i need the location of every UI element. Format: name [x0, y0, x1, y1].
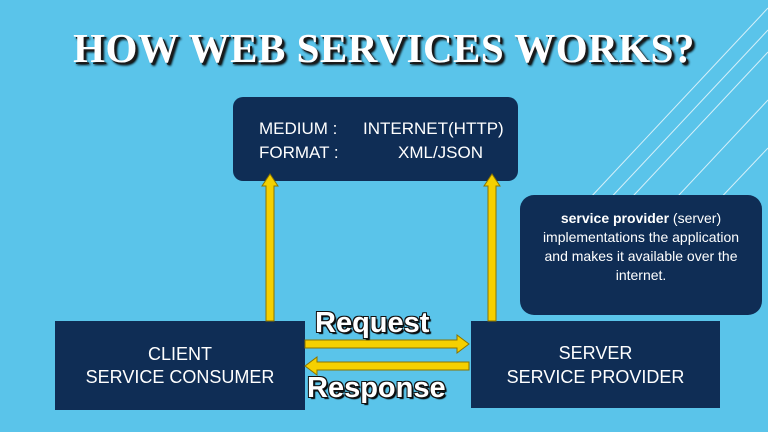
request-label: Request [315, 307, 430, 339]
client-line2: SERVICE CONSUMER [85, 367, 275, 387]
response-arrow [304, 356, 470, 376]
medium-format-box: MEDIUM : INTERNET(HTTP) FORMAT : XML/JSO… [233, 97, 518, 181]
client-box: CLIENT SERVICE CONSUMER [55, 321, 305, 410]
provider-note-box: service provider (server) implementation… [520, 195, 762, 315]
format-value: XML/JSON [398, 143, 484, 162]
client-line1: CLIENT [147, 344, 212, 364]
response-label: Response [307, 372, 446, 404]
provider-note-text: (server) implementations the application… [542, 210, 740, 283]
server-line2: SERVICE PROVIDER [506, 367, 685, 387]
format-label: FORMAT : [259, 143, 339, 162]
request-arrow [304, 334, 470, 354]
server-line1: SERVER [558, 343, 633, 363]
page-title: HOW WEB SERVICES WORKS? [73, 25, 695, 71]
medium-value: INTERNET(HTTP) [363, 119, 504, 138]
client-up-arrow [261, 173, 279, 322]
server-up-arrow [483, 173, 501, 322]
provider-note-bold: service provider [560, 210, 670, 226]
medium-label: MEDIUM : [259, 119, 338, 138]
server-box: SERVER SERVICE PROVIDER [471, 321, 720, 408]
